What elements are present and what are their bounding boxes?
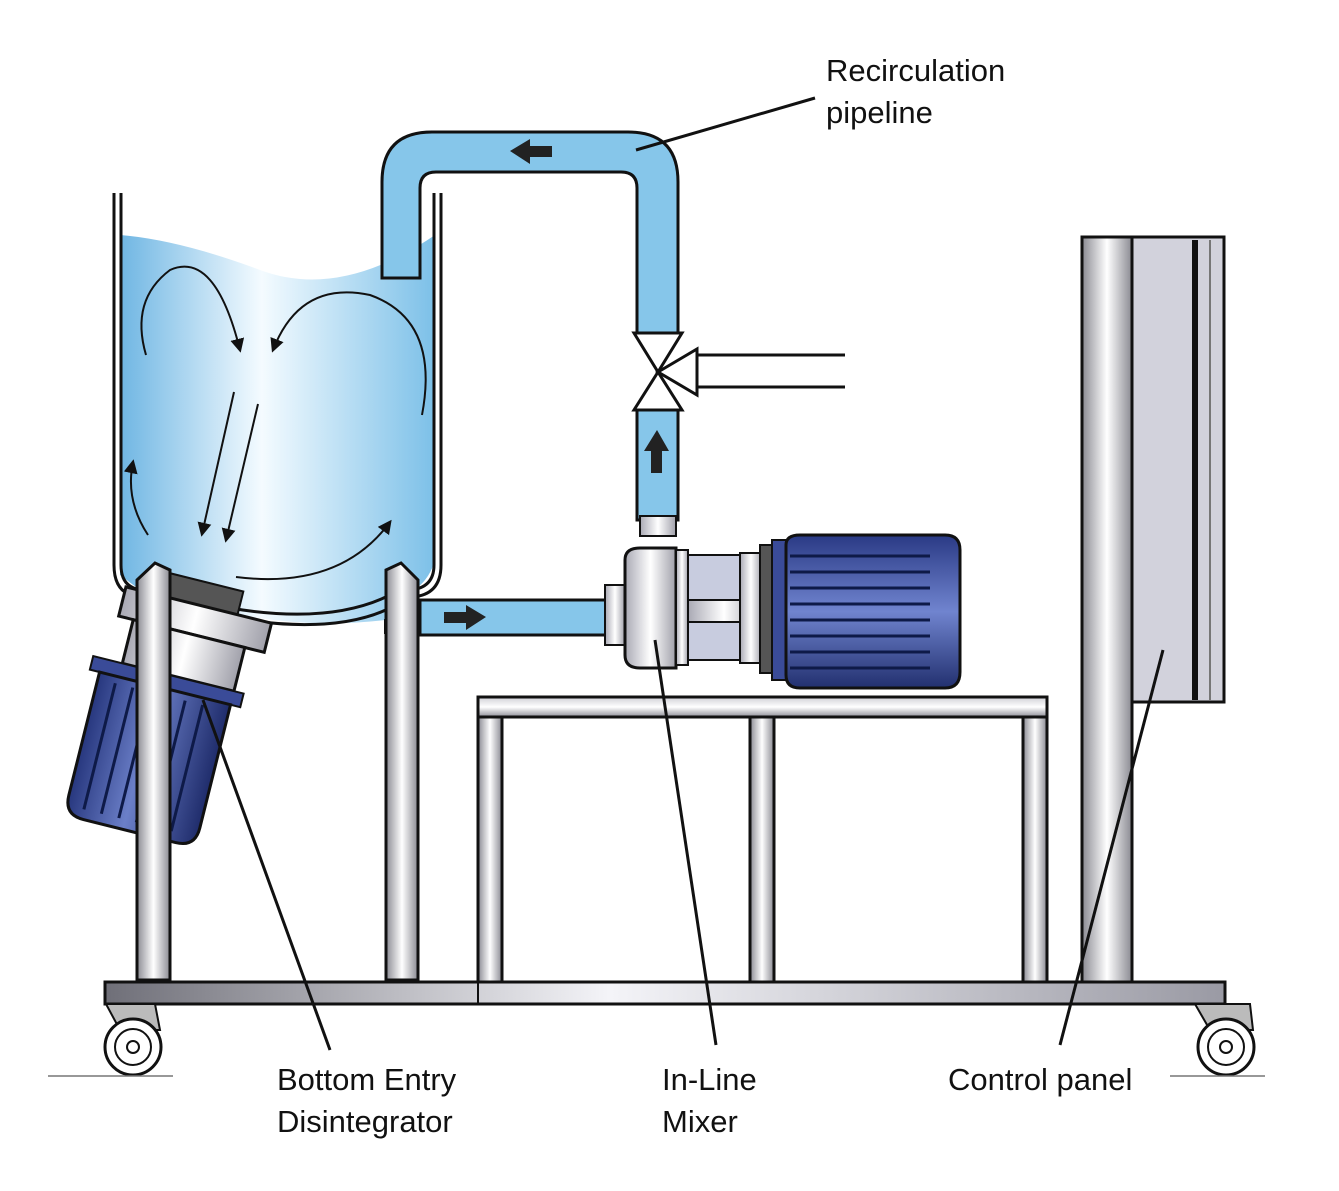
flow-arrow-icon <box>444 139 669 630</box>
caster-wheel-icon <box>1170 1003 1265 1077</box>
leader-lines <box>201 96 1165 1051</box>
leader-recirculation <box>635 96 816 152</box>
inline-mixer <box>604 515 962 690</box>
caster-wheel-icon <box>48 1003 173 1077</box>
tank-liquid <box>120 235 435 624</box>
base-frame <box>103 980 1227 1006</box>
label-bottom-entry-disintegrator: Bottom Entry Disintegrator <box>277 1062 457 1139</box>
flow-pattern-arrows <box>123 265 427 581</box>
label-control-panel: Control panel <box>948 1062 1133 1097</box>
label-in-line-mixer: In-Line Mixer <box>662 1062 757 1139</box>
leader-control-panel <box>1058 649 1165 1046</box>
mixer-table <box>476 695 1049 984</box>
bottom-entry-disintegrator <box>66 570 274 845</box>
control-panel <box>1080 235 1226 984</box>
valve-icon <box>631 331 845 412</box>
motor-icon <box>784 533 962 690</box>
label-recirculation-pipeline: Recirculation pipeline <box>826 53 1006 130</box>
tank-frame <box>135 561 420 982</box>
leader-inline-mixer <box>653 639 718 1046</box>
leader-bottom-entry <box>201 699 332 1051</box>
